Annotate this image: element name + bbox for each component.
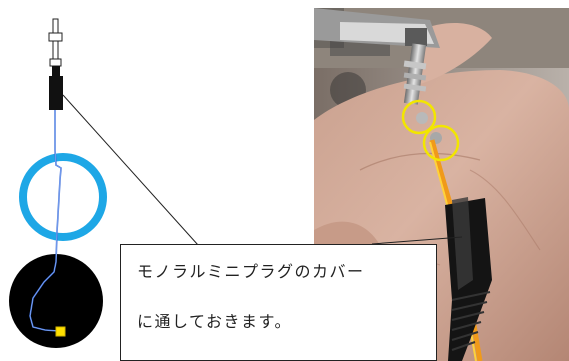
- hand-photo: [314, 8, 569, 361]
- leader-line-right: [371, 236, 463, 245]
- leader-line-left: [62, 94, 199, 246]
- ring-coil-icon: [19, 153, 107, 241]
- mono-mini-plug-icon: [48, 18, 63, 110]
- plug-cover-icon: [49, 76, 63, 110]
- callout-text-line-2: に通しておきます。: [137, 312, 292, 331]
- callout-box: モノラルミニプラグのカバー に通しておきます。: [120, 244, 437, 361]
- plug-cover-photo-icon: [445, 197, 492, 361]
- solder-marker-1: [401, 99, 437, 135]
- callout-text-line-1: モノラルミニプラグのカバー: [137, 262, 365, 281]
- solder-marker-2: [422, 124, 460, 162]
- led-icon: [55, 326, 66, 337]
- diagram-illustration: [9, 18, 199, 348]
- plug-metal-icon: [403, 43, 427, 105]
